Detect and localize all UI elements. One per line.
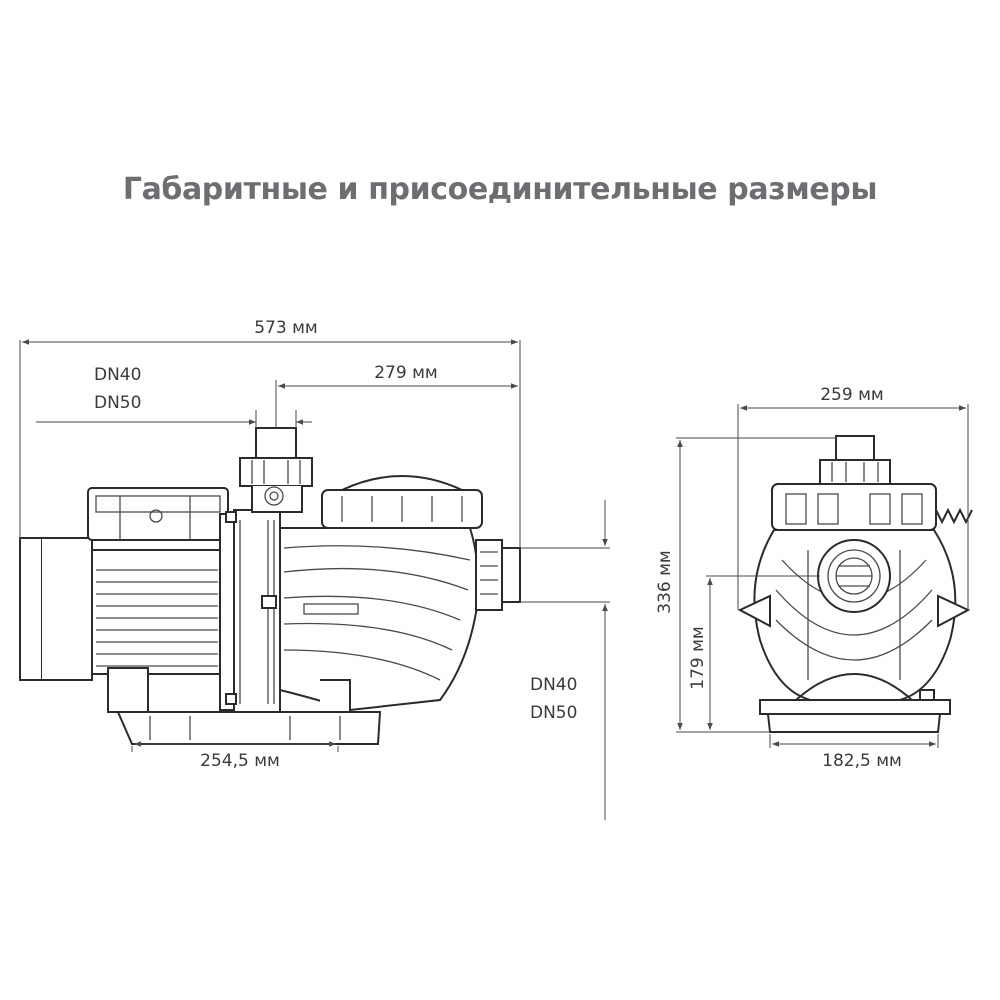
side-port-label-2: DN50 xyxy=(530,703,577,723)
top-port-label-2: DN50 xyxy=(94,393,141,413)
side-port-label-1: DN40 xyxy=(530,675,577,695)
front-view-pump xyxy=(737,435,973,733)
inlet-height-label: 179 мм xyxy=(688,626,708,690)
total-length-label: 573 мм xyxy=(254,318,318,338)
front-height-label: 336 мм xyxy=(655,550,675,614)
base-length-label: 254,5 мм xyxy=(200,751,280,771)
side-view-pump xyxy=(19,427,521,745)
page-title: Габаритные и присоединительные размеры xyxy=(122,172,878,207)
side-view-dimensions xyxy=(19,339,610,820)
front-view-dimensions xyxy=(676,404,969,748)
base-width-label: 182,5 мм xyxy=(822,751,902,771)
outlet-to-end-label: 279 мм xyxy=(374,363,438,383)
front-width-label: 259 мм xyxy=(820,385,884,405)
top-port-label-1: DN40 xyxy=(94,365,141,385)
